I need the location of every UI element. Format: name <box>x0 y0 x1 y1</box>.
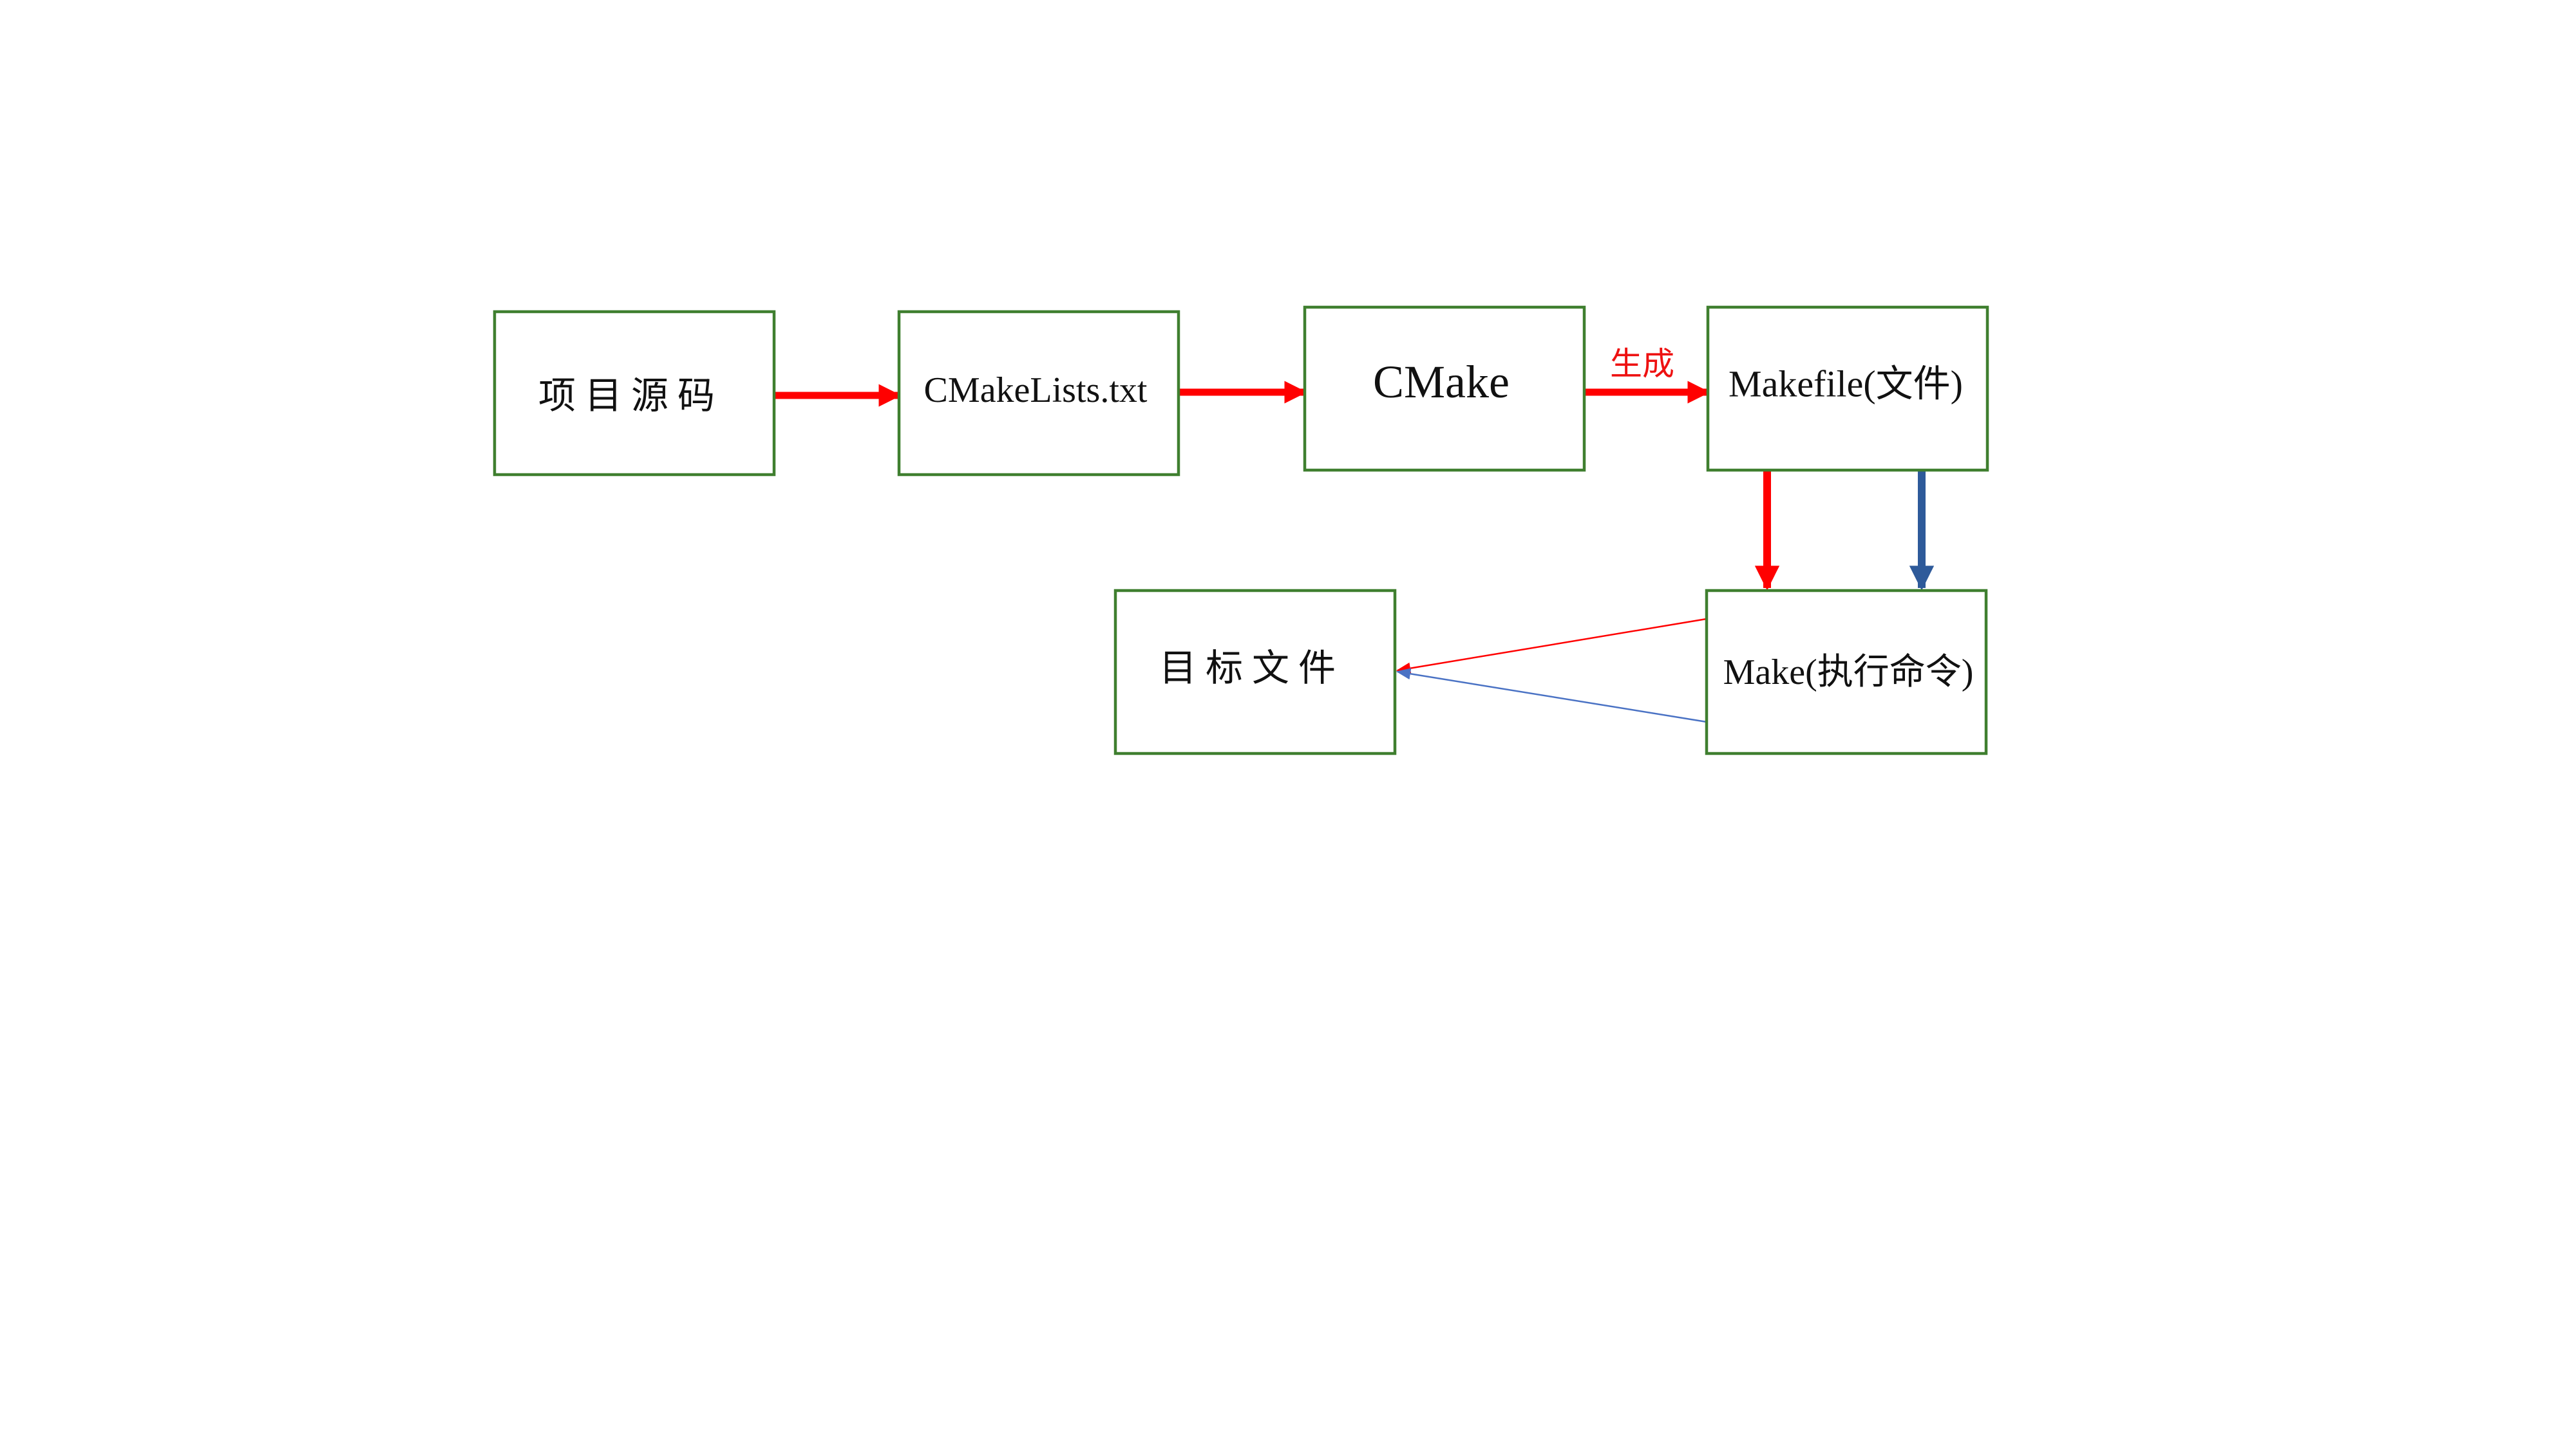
node-cmakelists: CMakeLists.txt <box>897 310 1180 477</box>
edge-make-to-target-blue <box>1396 668 1707 723</box>
node-source-code: 项目源码 <box>493 310 776 477</box>
node-target-file: 目标文件 <box>1113 589 1397 755</box>
node-source-code-label: 项目源码 <box>538 374 724 417</box>
edge-make-to-target-red <box>1396 618 1707 674</box>
node-make: Make(执行命令) <box>1705 589 1988 755</box>
node-cmakelists-label: CMakeLists.txt <box>924 370 1148 410</box>
node-makefile: Makefile(文件) <box>1706 305 1989 472</box>
node-target-file-label: 目标文件 <box>1159 646 1345 690</box>
edge-label-generate: 生成 <box>1610 345 1674 383</box>
node-cmake: CMake <box>1303 305 1586 472</box>
node-make-label: Make(执行命令) <box>1723 652 1974 692</box>
node-makefile-label: Makefile(文件) <box>1728 363 1963 405</box>
node-cmake-label: CMake <box>1373 356 1510 408</box>
